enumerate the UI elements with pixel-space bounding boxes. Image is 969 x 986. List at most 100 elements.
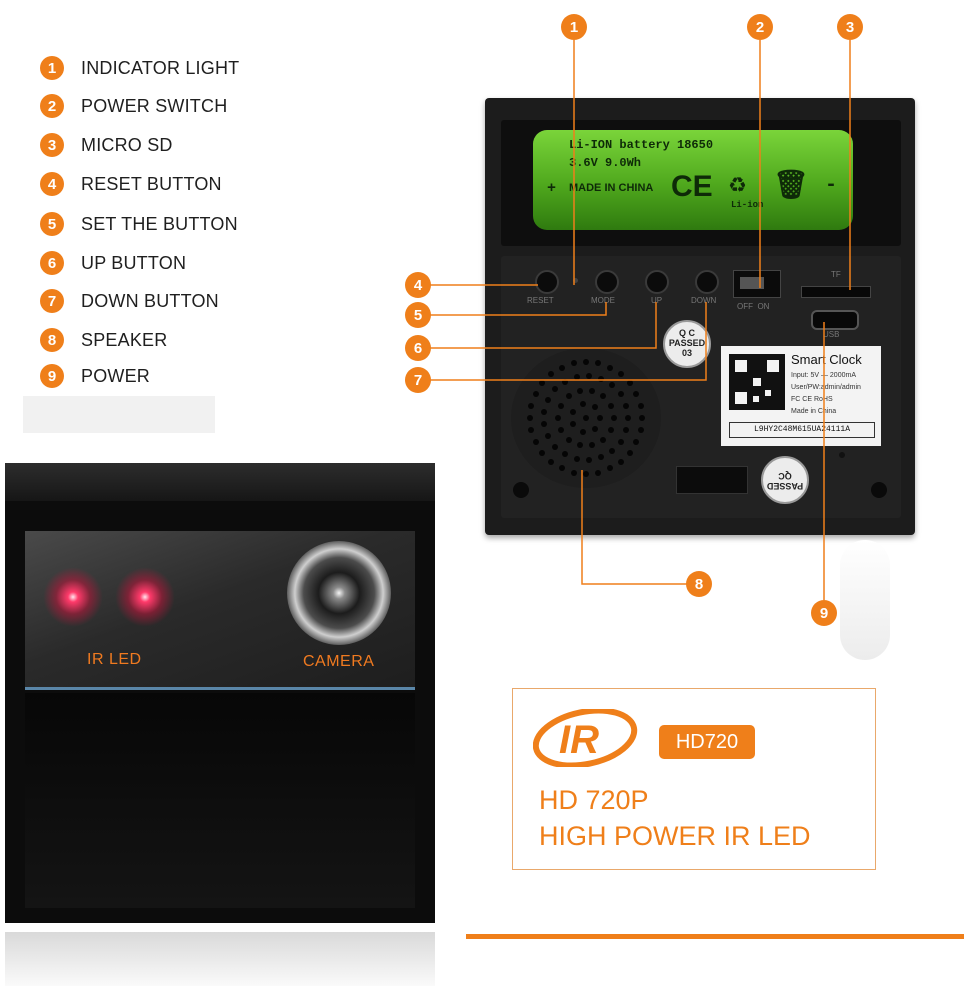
legend-item: 7 DOWN BUTTON	[40, 289, 219, 313]
speaker-hole	[570, 360, 577, 367]
speaker-hole	[545, 433, 552, 440]
speaker-hole	[611, 415, 617, 421]
callout-line-7	[430, 302, 707, 381]
screw-hole	[513, 482, 529, 498]
callout-7: 7	[405, 367, 431, 393]
speaker-hole	[608, 402, 615, 409]
ir-led-label: IR LED	[87, 651, 142, 668]
camera-lens-icon	[287, 541, 391, 645]
speaker-hole	[595, 360, 602, 367]
promo-resolution: HD 720P	[539, 785, 649, 815]
speaker-hole	[617, 458, 624, 465]
qc-sticker-text: Q C	[678, 328, 695, 339]
speaker-hole	[576, 442, 583, 449]
ir-logo-text: IR	[559, 718, 599, 762]
legend-number: 4	[40, 172, 64, 196]
speaker-hole	[548, 458, 555, 465]
speaker-hole	[637, 402, 644, 409]
callout-1: 1	[561, 14, 587, 40]
speaker-hole	[633, 390, 640, 397]
speaker-hole	[558, 364, 565, 371]
legend-number: 7	[40, 289, 64, 313]
speaker-hole	[541, 421, 548, 428]
ir-logo-icon: IR	[533, 709, 638, 767]
cube-front-face	[25, 693, 415, 908]
mode-button[interactable]	[595, 270, 619, 294]
callout-line-5	[430, 302, 607, 316]
battery-spec-text: 3.6V 9.0Wh	[569, 156, 642, 170]
speaker-hole	[626, 449, 633, 456]
callout-6: 6	[405, 335, 431, 361]
speaker-hole	[586, 456, 593, 463]
speaker-hole	[626, 380, 633, 387]
reset-button[interactable]	[535, 270, 559, 294]
battery-origin-text: MADE IN CHINA	[569, 182, 654, 194]
bin-disposal-icon: 🗑	[773, 172, 809, 203]
battery-minus-sign: -	[825, 174, 838, 197]
speaker-hole	[583, 359, 589, 365]
speaker-hole	[579, 401, 586, 408]
power-switch[interactable]	[733, 270, 781, 298]
legend-label: SET THE BUTTON	[81, 213, 238, 234]
speaker-hole	[573, 455, 580, 462]
up-button[interactable]	[645, 270, 669, 294]
speaker-hole	[617, 438, 624, 445]
legend-number: 6	[40, 251, 64, 275]
speaker-hole	[558, 465, 565, 472]
serial-number: L9HY2C48M615UA24111A	[729, 422, 875, 438]
callout-line-8	[581, 470, 690, 585]
speaker-hole	[608, 427, 615, 434]
recycle-icon: ♻	[729, 170, 746, 201]
device-back-panel: Li-ION battery 18650 3.6V 9.0Wh + MADE I…	[485, 98, 915, 535]
speaker-hole	[532, 390, 539, 397]
camera-label: CAMERA	[303, 653, 375, 670]
switch-knob[interactable]	[740, 277, 764, 289]
ir-led-right	[115, 567, 175, 627]
speaker-hole	[565, 393, 572, 400]
speaker-hole	[570, 408, 577, 415]
switch-label: OFF ON	[737, 302, 770, 311]
down-button[interactable]	[695, 270, 719, 294]
micro-sd-slot[interactable]	[801, 286, 871, 298]
speaker-hole	[600, 436, 607, 443]
legend-item: 4 RESET BUTTON	[40, 172, 222, 196]
speaker-hole	[562, 451, 568, 458]
legend-underline-strip	[23, 396, 215, 433]
cube-top-edge	[5, 463, 435, 501]
speaker-hole	[570, 469, 577, 476]
label-origin: Made in China	[791, 408, 837, 415]
speaker-hole	[595, 469, 602, 476]
qc-passed-sticker: Q C PASSED 03	[663, 320, 711, 368]
speaker-hole	[589, 387, 596, 394]
speaker-hole	[541, 408, 548, 415]
legend-item: 6 UP BUTTON	[40, 251, 186, 275]
battery-compartment: Li-ION battery 18650 3.6V 9.0Wh + MADE I…	[501, 120, 901, 246]
speaker-hole	[633, 439, 640, 446]
legend-number: 8	[40, 328, 64, 352]
screw-hole	[871, 482, 887, 498]
label-certifications: FC CE RoHS	[791, 396, 833, 403]
label-credentials: User/PW:admin/admin	[791, 384, 861, 391]
battery-18650: Li-ION battery 18650 3.6V 9.0Wh + MADE I…	[533, 130, 853, 230]
speaker-hole	[586, 373, 593, 380]
speaker-hole	[557, 402, 564, 409]
speaker-hole	[623, 402, 630, 409]
callout-2: 2	[747, 14, 773, 40]
speaker-hole	[552, 386, 559, 393]
legend-label: DOWN BUTTON	[81, 290, 219, 311]
liion-text: Li-ion	[731, 200, 764, 210]
promo-ir-feature: HIGH POWER IR LED	[539, 821, 811, 851]
legend-label: UP BUTTON	[81, 252, 187, 273]
mic-hole	[839, 452, 845, 458]
speaker-hole	[557, 427, 564, 434]
ce-mark: CE	[671, 170, 713, 203]
speaker-hole	[625, 415, 631, 421]
usb-power-port[interactable]	[811, 310, 859, 330]
legend-label: RESET BUTTON	[81, 173, 222, 194]
